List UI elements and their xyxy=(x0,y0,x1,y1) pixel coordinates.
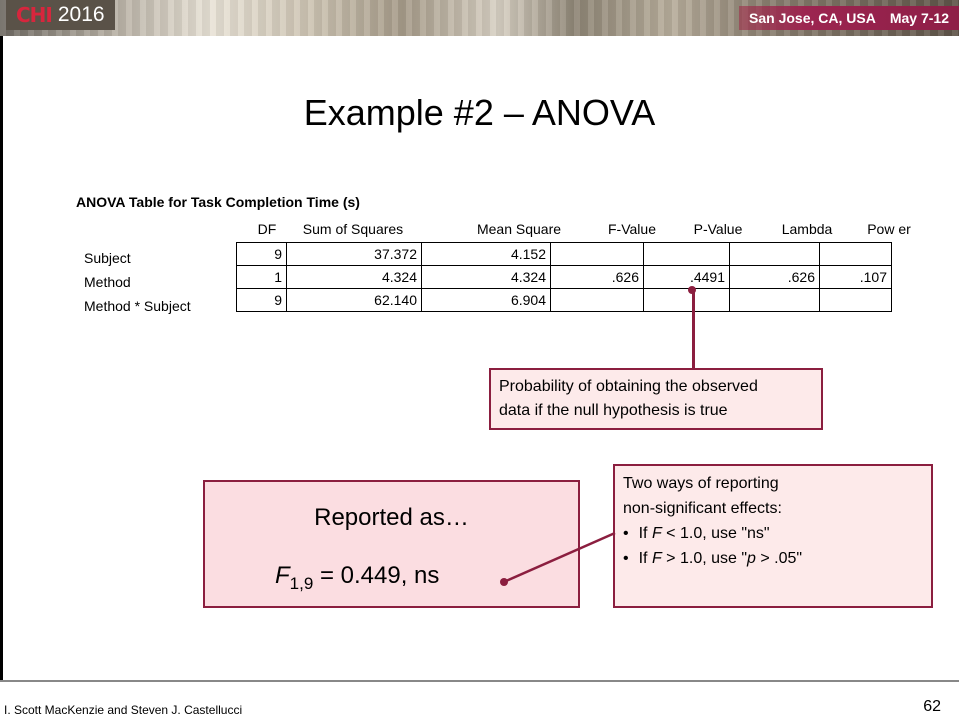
column-header-sum-of-squares: Sum of Squares xyxy=(302,221,404,237)
reporting-ways-callout: Two ways of reporting non-significant ef… xyxy=(613,464,933,608)
table-row: 1 4.324 4.324 .626 .4491 .626 .107 xyxy=(236,265,892,289)
reported-as-heading: Reported as… xyxy=(314,504,469,531)
column-header-lambda: Lambda xyxy=(781,221,833,237)
table-row: 9 37.372 4.152 xyxy=(236,242,892,266)
table-cell: 37.372 xyxy=(286,242,422,266)
bullet-f-symbol: F xyxy=(651,550,662,567)
column-header-mean-square: Mean Square xyxy=(476,221,562,237)
anova-table-title: ANOVA Table for Task Completion Time (s) xyxy=(76,194,360,210)
probability-callout-line1: Probability of obtaining the observed xyxy=(499,378,758,395)
table-cell xyxy=(643,288,730,312)
page-number: 62 xyxy=(923,698,941,715)
column-header-df: DF xyxy=(257,221,277,237)
bullet-text-part: > .05" xyxy=(755,550,803,567)
table-cell xyxy=(819,288,892,312)
bullet-p-symbol: p xyxy=(747,550,756,567)
table-cell xyxy=(550,288,644,312)
row-label-method: Method xyxy=(84,274,131,290)
ways-line1: Two ways of reporting xyxy=(623,475,779,492)
table-cell: .107 xyxy=(819,265,892,289)
table-cell xyxy=(819,242,892,266)
bullet-item-p: • If F > 1.0, use "p > .05" xyxy=(623,546,923,571)
table-cell xyxy=(643,242,730,266)
table-cell: 1 xyxy=(236,265,287,289)
bullet-item-ns: • If F < 1.0, use "ns" xyxy=(623,521,923,546)
table-cell xyxy=(729,242,820,266)
table-cell: 4.152 xyxy=(421,242,551,266)
table-cell: 4.324 xyxy=(421,265,551,289)
row-label-method-subject: Method * Subject xyxy=(84,298,191,314)
column-header-p-value: P-Value xyxy=(693,221,743,237)
table-cell: 9 xyxy=(236,288,287,312)
conference-location: San Jose, CA, USA xyxy=(749,10,876,26)
probability-callout-line2: data if the null hypothesis is true xyxy=(499,402,728,419)
header-banner: CHI 2016 San Jose, CA, USA May 7-12 xyxy=(0,0,959,36)
bullet-text-part: < 1.0, use "ns" xyxy=(661,525,770,542)
bullet-icon: • xyxy=(623,550,629,567)
chi-logo-mark: CHI xyxy=(16,3,53,27)
ways-line2: non-significant effects: xyxy=(623,500,782,517)
footer-authors: I. Scott MacKenzie and Steven J. Castell… xyxy=(4,703,243,717)
table-cell: .626 xyxy=(729,265,820,289)
bullet-text-ns: If F < 1.0, use "ns" xyxy=(639,521,770,546)
table-cell: .626 xyxy=(550,265,644,289)
table-row: 9 62.140 6.904 xyxy=(236,288,892,312)
slide-left-border xyxy=(0,36,3,680)
bullet-text-p: If F > 1.0, use "p > .05" xyxy=(639,546,802,571)
slide-title: Example #2 – ANOVA xyxy=(303,92,656,133)
bullet-text-part: > 1.0, use " xyxy=(661,550,748,567)
bullet-f-symbol: F xyxy=(651,525,662,542)
table-cell xyxy=(729,288,820,312)
table-cell: 9 xyxy=(236,242,287,266)
conference-dates: May 7-12 xyxy=(889,10,949,26)
chi-logo: CHI 2016 xyxy=(6,0,115,30)
slide-bottom-border xyxy=(0,680,959,682)
column-header-f-value: F-Value xyxy=(608,221,656,237)
formula-subscript: 1,9 xyxy=(289,573,314,593)
row-label-subject: Subject xyxy=(84,250,131,266)
conference-location-badge: San Jose, CA, USA May 7-12 xyxy=(739,6,959,30)
bullet-text-part: If xyxy=(638,550,652,567)
p-value-cell: .4491 xyxy=(643,265,730,289)
p-value-marker-dot xyxy=(688,286,696,294)
formula-result: = 0.449, ns xyxy=(313,562,440,589)
column-header-power: Pow er xyxy=(867,221,911,237)
reported-formula: F1,9 = 0.449, ns xyxy=(275,562,439,594)
probability-callout: Probability of obtaining the observed da… xyxy=(489,368,823,430)
bullet-text-part: If xyxy=(638,525,652,542)
p-value-connector-line xyxy=(692,289,695,369)
table-cell: 6.904 xyxy=(421,288,551,312)
table-cell xyxy=(550,242,644,266)
table-cell: 4.324 xyxy=(286,265,422,289)
formula-f-symbol: F xyxy=(275,562,290,589)
bullet-icon: • xyxy=(623,525,629,542)
reported-as-box: Reported as… F1,9 = 0.449, ns xyxy=(203,480,580,608)
anova-table: 9 37.372 4.152 1 4.324 4.324 .626 .4491 … xyxy=(236,242,892,312)
table-cell: 62.140 xyxy=(286,288,422,312)
conference-year: 2016 xyxy=(57,3,105,26)
